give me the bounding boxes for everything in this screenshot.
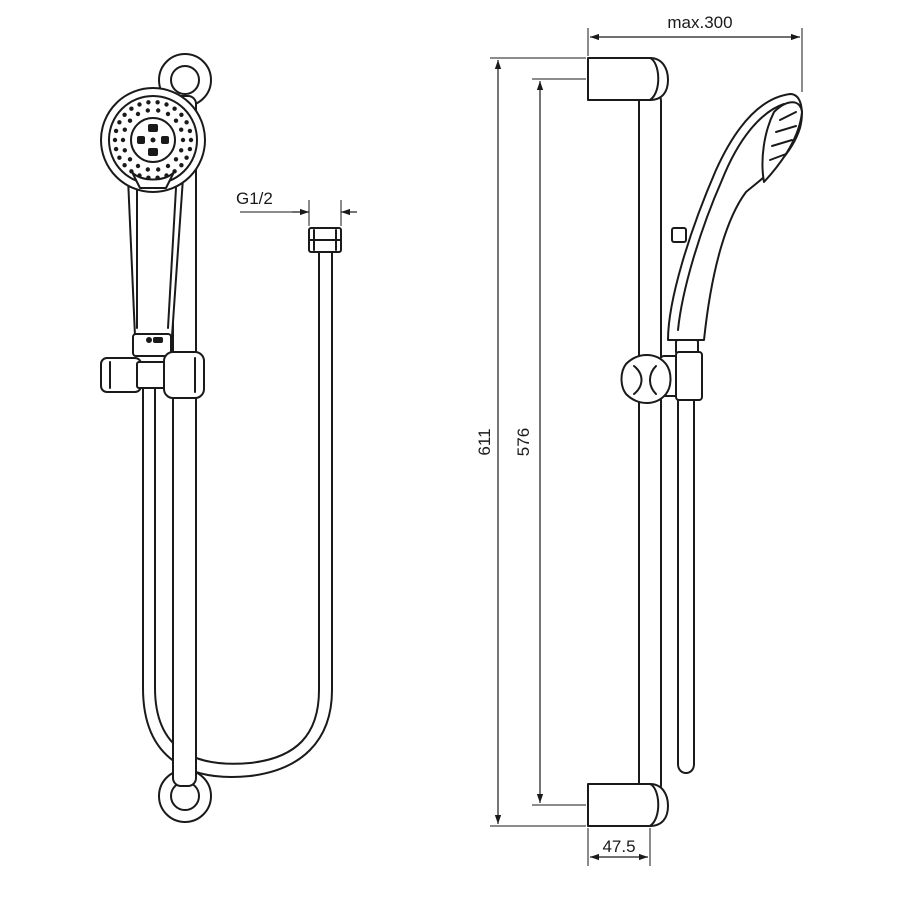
- nozzle-dot: [135, 111, 141, 117]
- side-view: max.300 611 576 47.5: [475, 13, 803, 866]
- front-view: G1/2: [100, 53, 357, 823]
- nozzle-dot: [129, 169, 134, 174]
- nozzle-dot: [172, 106, 177, 111]
- nozzle-dot: [180, 137, 186, 143]
- hose-nut: [308, 227, 342, 253]
- max-reach-label: max.300: [667, 13, 732, 32]
- nozzle-dot: [179, 163, 184, 168]
- nozzle-dot: [164, 102, 169, 107]
- nozzle-dot: [155, 175, 160, 180]
- nozzle-dot: [127, 157, 133, 162]
- nozzle-dot: [187, 146, 193, 152]
- bracket-spacing-dimension: 576: [514, 78, 586, 806]
- nozzle-dot: [122, 127, 128, 132]
- side-hose: [677, 397, 695, 774]
- nozzle-dot: [122, 148, 128, 153]
- spray-mode-icon: [137, 124, 169, 156]
- max-reach-dimension: max.300: [587, 13, 803, 92]
- nozzle-dot: [172, 169, 177, 174]
- side-rail: [638, 91, 662, 795]
- nozzle-dot: [146, 175, 151, 180]
- bracket-depth-dimension: 47.5: [587, 828, 651, 866]
- nozzle-dot: [117, 120, 122, 125]
- nozzle-dot: [187, 128, 193, 134]
- nozzle-dot: [127, 118, 133, 123]
- nozzle-dot: [165, 163, 171, 169]
- side-top-bracket: [587, 57, 669, 101]
- nozzle-dot: [156, 167, 161, 172]
- nozzle-dot: [135, 163, 141, 169]
- thread-dimension: G1/2: [236, 189, 357, 226]
- side-handshower: [667, 93, 803, 355]
- nozzle-dot: [112, 137, 118, 143]
- nozzle-dot: [145, 167, 150, 172]
- nozzle-dot: [129, 106, 134, 111]
- nozzle-dot: [173, 157, 179, 162]
- slider-holder: [100, 351, 205, 399]
- nozzle-dot: [137, 102, 142, 107]
- nozzle-dot: [120, 137, 126, 143]
- nozzle-dot: [188, 137, 194, 143]
- shower-head: [100, 87, 206, 193]
- nozzle-dot: [165, 111, 171, 117]
- nozzle-dot: [145, 108, 150, 113]
- overall-height-dimension: 611: [475, 57, 586, 827]
- nozzle-dot: [117, 155, 122, 160]
- nozzle-dot: [122, 112, 127, 118]
- nozzle-dot: [113, 146, 119, 152]
- nozzle-dot: [179, 148, 184, 153]
- brand-logo-icon: [146, 337, 163, 343]
- nozzle-dot: [156, 108, 161, 113]
- nozzle-pattern: [112, 100, 194, 180]
- nozzle-dot: [113, 128, 119, 134]
- thread-size-label: G1/2: [236, 189, 273, 208]
- nozzle-dot: [179, 112, 184, 118]
- nozzle-dot: [155, 100, 160, 105]
- slide-rail: [172, 95, 197, 787]
- side-bottom-bracket: [587, 783, 669, 827]
- nozzle-dot: [122, 163, 127, 168]
- nozzle-dot: [164, 173, 169, 178]
- side-clip: [671, 227, 687, 243]
- nozzle-dot: [184, 155, 189, 160]
- nozzle-dot: [137, 173, 142, 178]
- nozzle-dot: [179, 127, 184, 132]
- overall-height-label: 611: [475, 428, 494, 455]
- shower-hose: [142, 251, 333, 778]
- side-holder: [620, 351, 703, 404]
- bracket-spacing-label: 576: [514, 428, 533, 456]
- bracket-depth-label: 47.5: [602, 837, 635, 856]
- nozzle-dot: [146, 100, 151, 105]
- nozzle-dot: [173, 118, 179, 123]
- nozzle-dot: [184, 120, 189, 125]
